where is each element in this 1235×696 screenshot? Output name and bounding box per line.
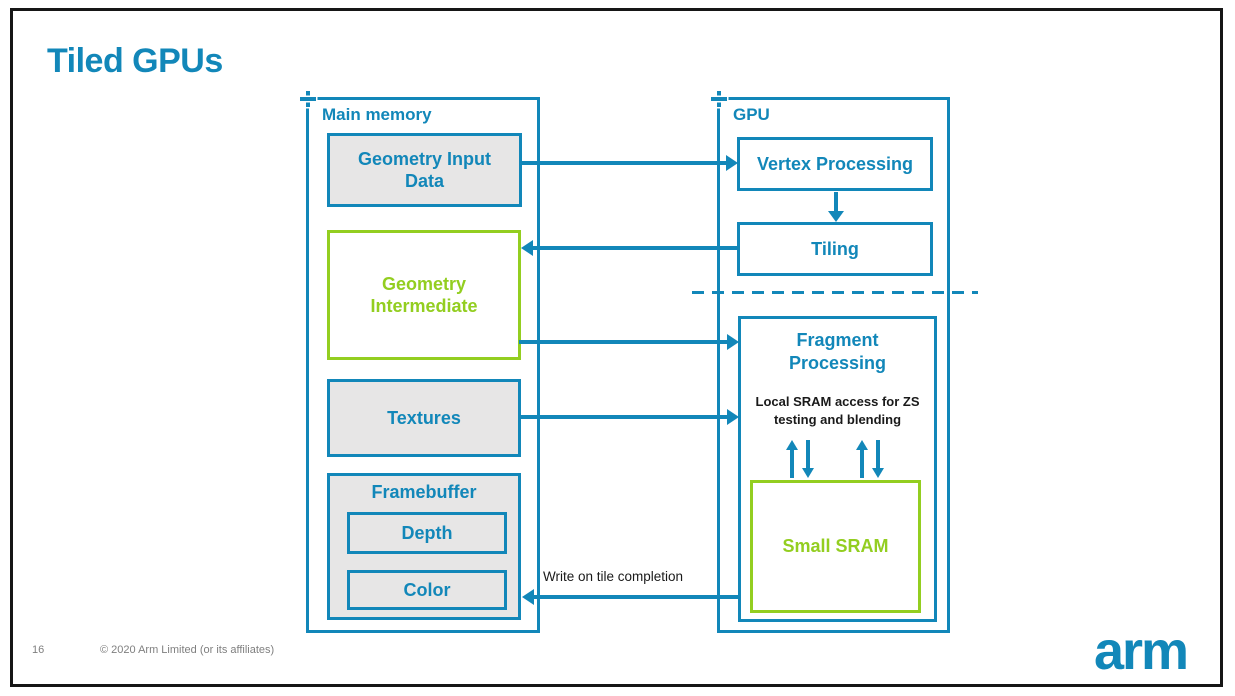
fragment-processing-label: Fragment Processing: [788, 330, 887, 373]
local-sram-note: Local SRAM access for ZS testing and ble…: [755, 394, 920, 427]
depth-label: Depth: [401, 522, 453, 543]
sram-down-arrow-2-icon: [872, 440, 884, 478]
crosshair-icon-main-memory: [300, 91, 316, 107]
main-memory-container: [306, 97, 540, 633]
fragment-processing-box: Fragment Processing Local SRAM access fo…: [738, 316, 937, 622]
arrow-fragment-to-framebuffer: [522, 589, 739, 605]
vertex-processing-label: Vertex Processing: [756, 153, 914, 174]
gpu-container: [717, 97, 950, 633]
tiling-box: Tiling: [737, 222, 933, 276]
arrow-vertex-to-tiling: [828, 192, 844, 222]
textures-box: Textures: [327, 379, 521, 457]
page-number: 16: [32, 644, 45, 656]
textures-label: Textures: [387, 407, 461, 428]
arrow-textures-to-fragment: [520, 409, 739, 425]
vertex-processing-box: Vertex Processing: [737, 137, 933, 191]
sram-up-arrow-2-icon: [856, 440, 868, 478]
copyright-text: © 2020 Arm Limited (or its affiliates): [100, 644, 275, 656]
slide-title: Tiled GPUs: [47, 42, 223, 80]
small-sram-label: Small SRAM: [782, 536, 889, 557]
framebuffer-box: Framebuffer Depth Color: [327, 473, 521, 620]
geometry-intermediate-label: Geometry Intermediate: [370, 273, 478, 317]
sram-down-arrow-1-icon: [802, 440, 814, 478]
geometry-input-data-label: Geometry Input Data: [357, 148, 491, 192]
gpu-label: GPU: [733, 105, 770, 124]
arm-logo: arm: [1094, 621, 1189, 681]
color-label: Color: [403, 579, 451, 600]
sram-up-arrow-1-icon: [786, 440, 798, 478]
geometry-intermediate-box: Geometry Intermediate: [327, 230, 521, 360]
main-memory-label: Main memory: [322, 105, 432, 124]
framebuffer-label: Framebuffer: [371, 482, 477, 502]
tiling-label: Tiling: [811, 238, 859, 259]
arrow-geometry-intermediate-to-fragment: [519, 334, 739, 350]
write-on-tile-completion-label: Write on tile completion: [543, 569, 684, 584]
depth-box: Depth: [347, 512, 507, 554]
color-box: Color: [347, 570, 507, 610]
geometry-input-data-box: Geometry Input Data: [327, 133, 522, 207]
binning-rasterizing-divider: [692, 291, 978, 294]
arrow-geometry-input-to-vertex: [521, 155, 738, 171]
slide-border: [10, 8, 1223, 687]
small-sram-box: Small SRAM: [750, 480, 921, 613]
crosshair-icon-gpu: [711, 91, 727, 107]
arrow-tiling-to-geometry-intermediate: [521, 240, 738, 256]
